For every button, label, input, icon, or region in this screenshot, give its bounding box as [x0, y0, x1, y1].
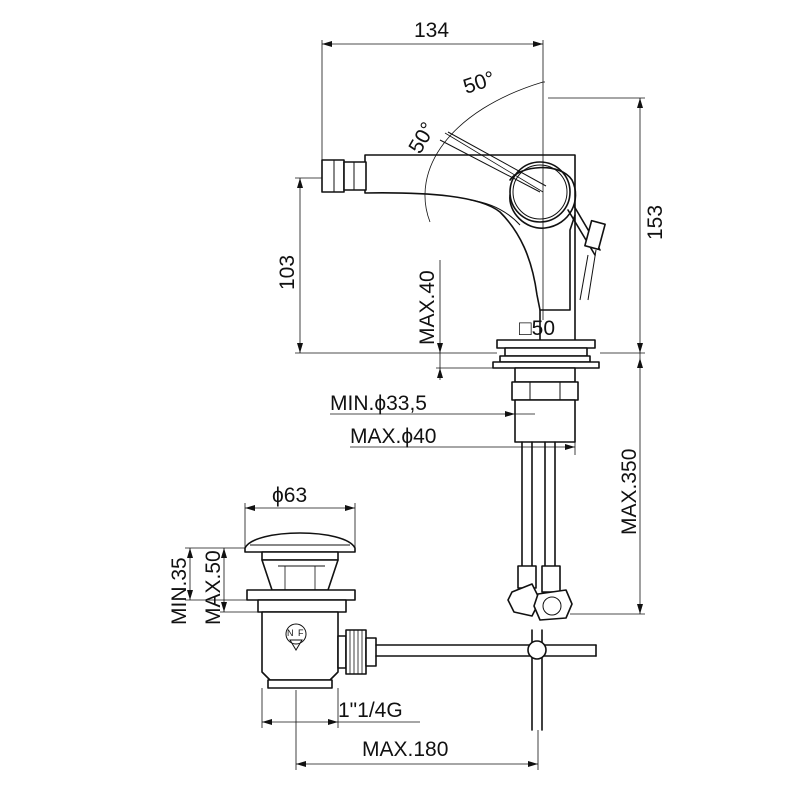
dim-min-hole: MIN.ϕ33,5: [330, 392, 427, 415]
dimension-lines: [185, 40, 645, 770]
nf-mark: N F: [285, 623, 307, 651]
dim-max-350: MAX.350: [618, 449, 641, 535]
dim-waste-63: ϕ63: [272, 484, 307, 507]
dim-angle-left: 50°: [404, 118, 440, 157]
dim-max-180: MAX.180: [362, 738, 448, 761]
dim-spout-103: 103: [276, 255, 299, 290]
dim-max-40: MAX.40: [416, 270, 439, 345]
dim-thread: 1"1/4G: [338, 699, 403, 722]
spout-nozzle: [321, 159, 367, 193]
dim-max-hole: MAX.ϕ40: [350, 425, 436, 448]
dim-width-134: 134: [414, 19, 449, 42]
nf-mark-n: N: [287, 628, 294, 638]
pop-up-waste: N F: [244, 532, 597, 731]
dim-height-153: 153: [644, 205, 667, 240]
base-flange: [492, 339, 600, 443]
dimension-labels: 134 50° 50° 153 103 MAX.40 □50 MIN.ϕ33,5…: [168, 19, 667, 761]
dim-angle-right: 50°: [460, 67, 497, 99]
lever-hub: [509, 161, 571, 223]
faucet-body: [321, 131, 606, 621]
dim-min-35: MIN.35: [168, 557, 191, 625]
dim-max-50: MAX.50: [202, 550, 225, 625]
dim-square-50: □50: [519, 317, 555, 340]
nf-mark-f: F: [298, 628, 304, 638]
hoses: [507, 441, 573, 621]
